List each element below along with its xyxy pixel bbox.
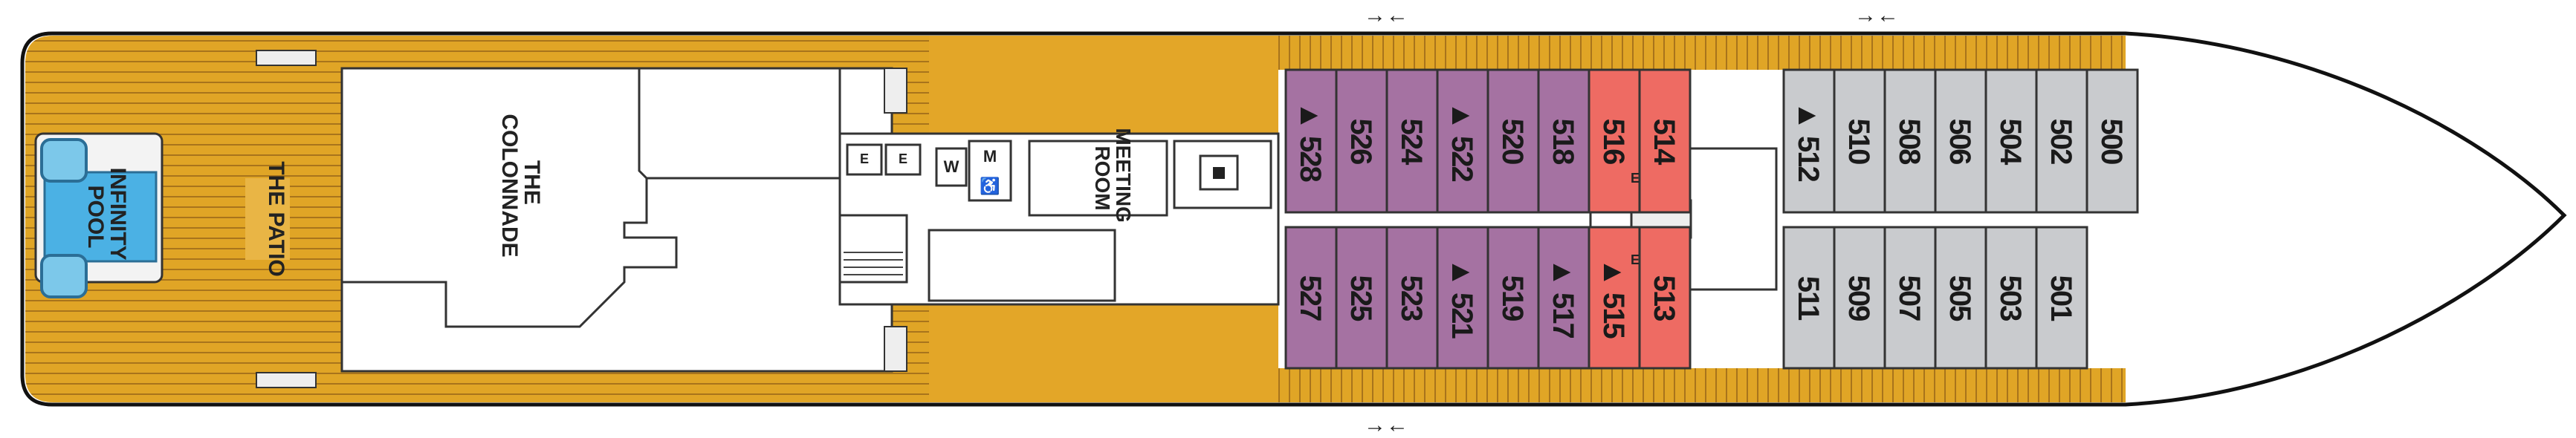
cabin-number-518: 518 — [1547, 119, 1579, 165]
elevator-left-1 — [846, 143, 883, 176]
svg-text:MEETING ROOM: MEETING ROOM — [1091, 128, 1135, 228]
cabin-502[interactable] — [2035, 68, 2088, 214]
patio-box — [245, 178, 290, 260]
cabin-503[interactable] — [1984, 226, 2038, 370]
connect-marker-top-1: →← — [1364, 3, 1408, 27]
colonnade-label-line2: COLONNADE — [497, 114, 522, 257]
stair-top-aft — [884, 68, 907, 114]
cabin-number-509: 509 — [1842, 275, 1875, 321]
pool-label-line1: INFINITY — [106, 168, 130, 261]
stairwell-aft — [838, 214, 908, 284]
cabin-number-527: 527 — [1294, 275, 1327, 321]
cabin-517[interactable] — [1537, 226, 1590, 370]
cabin-504[interactable] — [1984, 68, 2038, 214]
cabin-515[interactable] — [1588, 226, 1641, 370]
cabin-number-515: ▲ 515 — [1597, 258, 1630, 339]
cabin-number-519: 519 — [1496, 275, 1529, 321]
elevator-label-2: E — [899, 151, 907, 166]
cabin-527[interactable] — [1284, 226, 1338, 370]
vent-bottom — [256, 372, 317, 388]
cabin-number-506: 506 — [1944, 119, 1976, 164]
core-elevator-label-2: E — [1631, 252, 1640, 267]
cabin-number-502: 502 — [2045, 119, 2077, 164]
cabin-512[interactable] — [1782, 68, 1836, 214]
accessible-icon: ♿ — [980, 177, 1000, 195]
core-elevator-label-1: E — [1631, 171, 1640, 186]
cabin-number-513: 513 — [1648, 275, 1680, 321]
cabin-505[interactable] — [1934, 226, 1987, 370]
cabin-number-500: 500 — [2095, 119, 2128, 164]
meeting-room — [1028, 140, 1168, 217]
cabin-511[interactable] — [1782, 226, 1836, 370]
cabin-number-507: 507 — [1893, 275, 1926, 321]
cabin-514[interactable] — [1638, 68, 1692, 214]
cabin-number-511: 511 — [1792, 276, 1825, 321]
cabin-500[interactable] — [2085, 68, 2139, 214]
cabin-513[interactable] — [1638, 226, 1692, 370]
svg-text:INFINITY POOL: INFINITY POOL — [83, 168, 130, 267]
cabin-number-505: 505 — [1944, 275, 1976, 321]
cabin-number-521: ▲ 521 — [1446, 258, 1478, 339]
connect-marker-bottom-1: →← — [1364, 413, 1408, 437]
cabin-number-508: 508 — [1893, 119, 1926, 165]
cabin-number-524: 524 — [1395, 119, 1428, 166]
cabin-number-528: ▲ 528 — [1294, 101, 1327, 182]
cabin-518[interactable] — [1537, 68, 1590, 214]
pool-label-line2: POOL — [83, 185, 108, 248]
cabin-number-516: 516 — [1597, 119, 1630, 164]
restroom-w — [935, 147, 968, 187]
cabin-520[interactable] — [1486, 68, 1540, 214]
lower-service — [928, 229, 1116, 302]
cabin-number-503: 503 — [1994, 275, 2027, 321]
svg-text:THE PATIO: THE PATIO — [264, 161, 288, 277]
cabin-510[interactable] — [1833, 68, 1886, 214]
cabin-number-512: ▲ 512 — [1792, 101, 1825, 181]
cabin-523[interactable] — [1385, 226, 1439, 370]
stair-bottom-aft — [884, 326, 907, 372]
cabin-number-510: 510 — [1842, 119, 1875, 164]
infinity-pool — [43, 171, 158, 263]
cabin-522[interactable] — [1436, 68, 1489, 214]
cabin-number-514: 514 — [1648, 119, 1680, 166]
patio-label: THE PATIO — [264, 161, 288, 277]
colonnade-room — [340, 67, 893, 373]
cabin-number-525: 525 — [1344, 275, 1377, 321]
elevator-left-2 — [884, 143, 922, 176]
port-walkway — [1278, 368, 2126, 402]
hot-tub-bottom — [40, 254, 88, 298]
cabin-516[interactable] — [1588, 68, 1641, 214]
lift-dot — [1213, 167, 1225, 179]
cabin-number-504: 504 — [1994, 119, 2027, 166]
connect-marker-top-2: →← — [1854, 3, 1899, 27]
starboard-walkway — [1278, 36, 2126, 70]
cabin-number-522: ▲ 522 — [1446, 101, 1478, 181]
cabin-524[interactable] — [1385, 68, 1439, 214]
cabin-number-523: 523 — [1395, 275, 1428, 321]
meeting-label-line2: ROOM — [1091, 146, 1114, 210]
meeting-label-line1: MEETING — [1112, 128, 1135, 223]
men-label: M — [983, 147, 997, 166]
vent-top — [256, 50, 317, 66]
cabin-number-501: 501 — [2045, 275, 2077, 321]
cabin-521[interactable] — [1436, 226, 1489, 370]
restroom-m — [968, 140, 1012, 202]
hot-tub-top — [40, 138, 88, 183]
cabin-number-517: ▲ 517 — [1547, 258, 1579, 338]
cabin-501[interactable] — [2035, 226, 2088, 370]
elevator-label-1: E — [860, 151, 869, 166]
cabin-number-526: 526 — [1344, 119, 1377, 164]
svg-text:THE COLONNADE: THE COLONNADE — [497, 114, 544, 257]
stairs-aft — [844, 252, 903, 275]
cabin-number-520: 520 — [1496, 119, 1529, 164]
women-label: W — [944, 157, 959, 176]
colonnade-label-line1: THE — [520, 160, 544, 205]
